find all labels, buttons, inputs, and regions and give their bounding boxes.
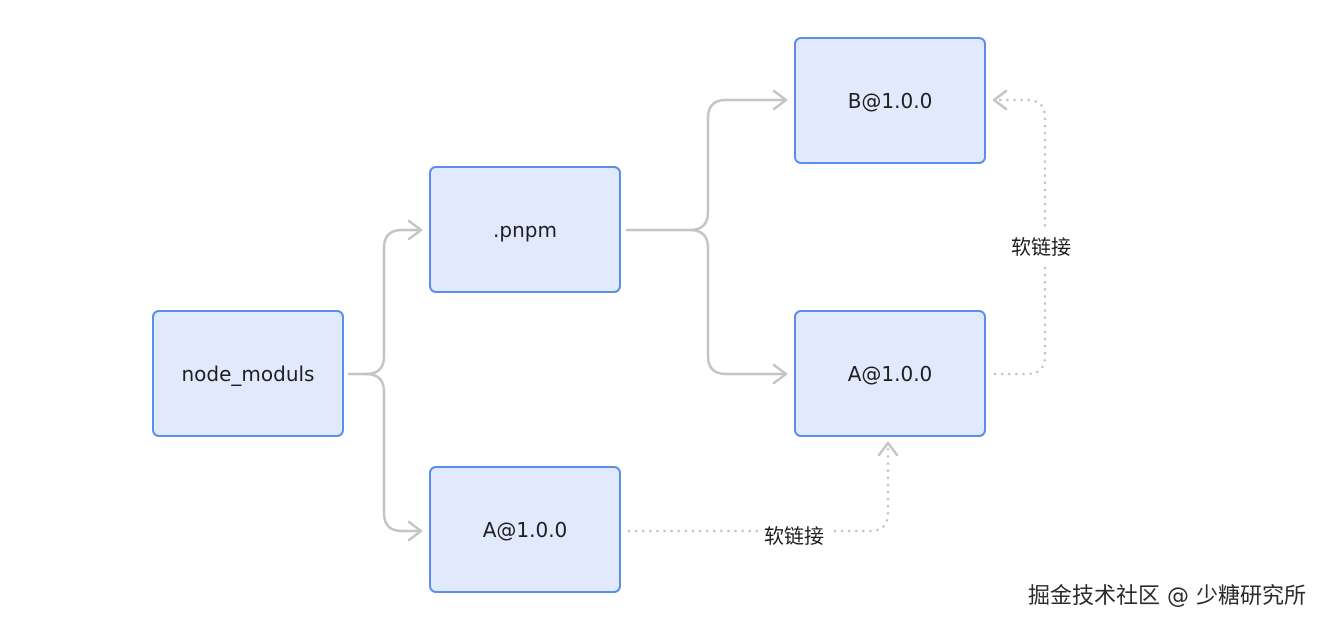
node-store-b-label: B@1.0.0 <box>847 88 933 113</box>
node-node-moduls: node_moduls <box>152 310 344 437</box>
softlink-label-store-a-to-b: 软链接 <box>1005 229 1077 262</box>
node-store-a: A@1.0.0 <box>794 310 986 437</box>
connector-root-to-pnpm <box>347 228 422 376</box>
connector-pnpm-to-store-a <box>688 228 787 376</box>
node-top-a: A@1.0.0 <box>429 466 621 593</box>
node-pnpm: .pnpm <box>429 166 621 293</box>
node-store-a-label: A@1.0.0 <box>847 361 933 386</box>
node-pnpm-label: .pnpm <box>493 217 557 242</box>
watermark: 掘金技术社区 @ 少糖研究所 <box>1028 584 1306 609</box>
dotted-connectors <box>627 89 1047 533</box>
arrowhead-pnpm-to-store-b <box>772 89 788 111</box>
arrowhead-softlink-to-store-b <box>992 89 1008 111</box>
connector-pnpm-to-store-b <box>625 98 787 232</box>
arrowhead-root-to-pnpm <box>407 219 423 241</box>
softlink-label-top-a: 软链接 <box>758 518 830 551</box>
solid-connectors <box>347 89 788 542</box>
arrowhead-softlink-to-store-a <box>877 441 899 457</box>
arrowhead-pnpm-to-store-a <box>772 363 788 385</box>
node-store-b: B@1.0.0 <box>794 37 986 164</box>
arrowhead-root-to-top-a <box>407 520 423 542</box>
softlink-store-a-to-store-b <box>993 98 1047 376</box>
softlink-top-a-to-store-a <box>627 444 890 533</box>
node-top-a-label: A@1.0.0 <box>482 517 568 542</box>
connector-root-to-top-a <box>364 372 422 533</box>
node-node-moduls-label: node_moduls <box>181 361 315 386</box>
